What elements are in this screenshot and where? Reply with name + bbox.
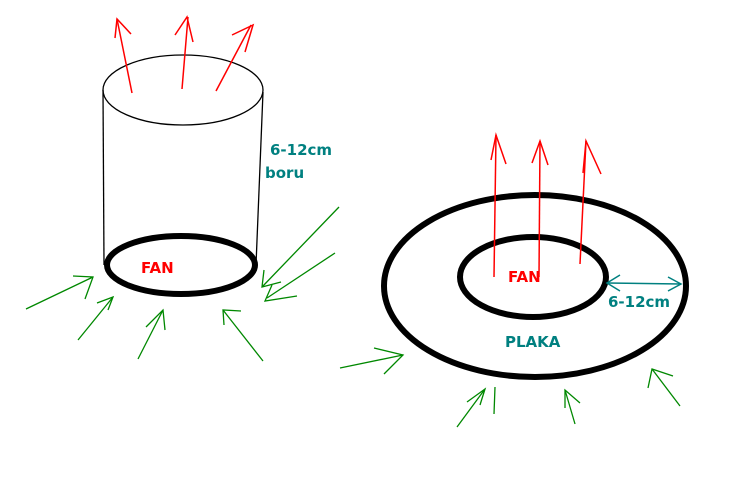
plate-width-dimension	[605, 274, 683, 292]
left-size-label: 6-12cm	[270, 141, 332, 159]
left-airflow-in-arrows	[25, 206, 340, 362]
right-size-label: 6-12cm	[608, 293, 670, 311]
left-airflow-up-arrows	[114, 15, 255, 94]
right-fan-ring	[457, 234, 609, 320]
plate-outer-ring	[381, 192, 689, 380]
left-fan-label: FAN	[141, 259, 174, 277]
left-fan-ring	[104, 233, 258, 297]
tube-cylinder	[102, 54, 264, 266]
right-airflow-up-arrows	[490, 132, 602, 278]
plate-label: PLAKA	[505, 333, 561, 351]
tube-label: boru	[265, 164, 304, 182]
right-airflow-in-arrows	[339, 347, 681, 428]
right-fan-label: FAN	[508, 268, 541, 286]
